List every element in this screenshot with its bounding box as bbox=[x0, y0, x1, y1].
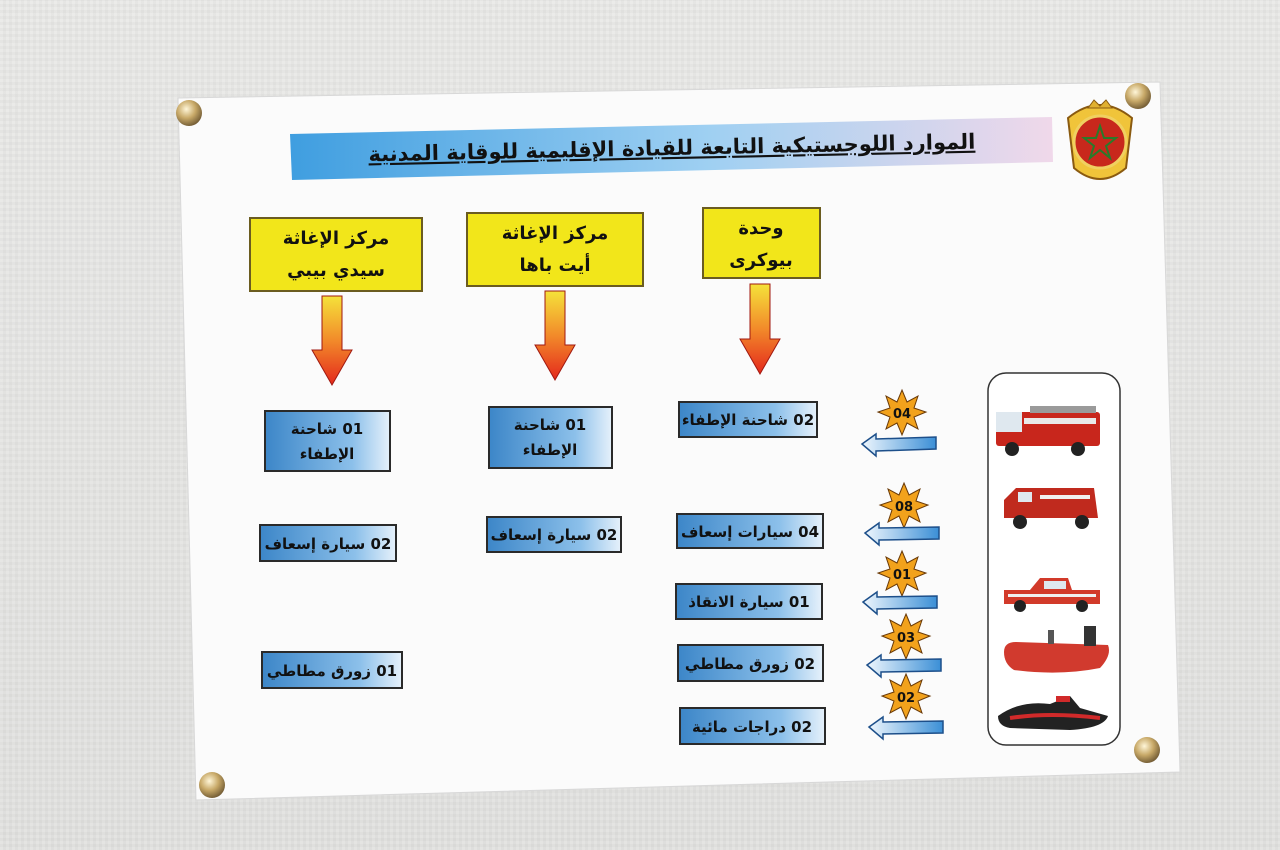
civil-protection-emblem-icon bbox=[1066, 99, 1134, 180]
unit-box-ait-baha-line1: مركز الإغاثة bbox=[502, 223, 609, 244]
total-value: 02 bbox=[897, 691, 915, 706]
sidi-bibi-fire-truck-line1: 01 شاحنة bbox=[291, 420, 364, 438]
unit-box-sidi-bibi-line2: سيدي بيبي bbox=[287, 260, 385, 281]
unit-box-biougra-line2: بيوكرى bbox=[729, 250, 793, 271]
fire-truck-icon bbox=[996, 406, 1100, 456]
biougra-jetski-label: 02 دراجات مائية bbox=[692, 718, 812, 736]
left-arrow-icon bbox=[861, 590, 938, 616]
biougra-ambulance-label: 04 سيارات إسعاف bbox=[681, 523, 819, 541]
rescue-pickup-icon bbox=[1004, 578, 1100, 612]
biougra-fire-truck-label: 02 شاحنة الإطفاء bbox=[682, 411, 814, 429]
biougra-jetski-box: 02 دراجات مائية bbox=[679, 707, 826, 745]
total-row-2: 08 bbox=[863, 481, 940, 547]
down-arrow-biougra bbox=[739, 283, 781, 376]
inflatable-boat-icon bbox=[1004, 626, 1109, 673]
total-value: 03 bbox=[897, 631, 915, 646]
total-value: 01 bbox=[893, 568, 911, 583]
total-value: 04 bbox=[893, 407, 911, 422]
sidi-bibi-boat-box: 01 زورق مطاطي bbox=[261, 651, 403, 689]
biougra-rescue-car-box: 01 سيارة الانقاذ bbox=[675, 583, 823, 620]
ait-baha-fire-truck-line1: 01 شاحنة bbox=[514, 416, 587, 434]
total-row-4: 03 bbox=[865, 612, 942, 679]
biougra-fire-truck-box: 02 شاحنة الإطفاء bbox=[678, 401, 818, 438]
biougra-rescue-car-label: 01 سيارة الانقاذ bbox=[688, 593, 809, 611]
ambulance-van-icon bbox=[1004, 488, 1098, 529]
paper-sheet bbox=[177, 81, 1181, 801]
pin-bottom-left bbox=[199, 772, 225, 798]
total-row-3: 01 bbox=[861, 549, 938, 616]
left-arrow-icon bbox=[863, 521, 940, 547]
sidi-bibi-fire-truck-line2: الإطفاء bbox=[300, 445, 355, 463]
ait-baha-ambulance-box: 02 سيارة إسعاف bbox=[486, 516, 622, 553]
left-arrow-icon bbox=[860, 432, 937, 458]
down-arrow-ait-baha bbox=[534, 290, 576, 382]
pin-bottom-right bbox=[1134, 737, 1160, 763]
unit-box-ait-baha: مركز الإغاثة أيت باها bbox=[466, 212, 644, 287]
biougra-ambulance-box: 04 سيارات إسعاف bbox=[676, 513, 824, 549]
biougra-boat-box: 02 زورق مطاطي bbox=[677, 644, 824, 682]
unit-box-sidi-bibi: مركز الإغاثة سيدي بيبي bbox=[249, 217, 423, 292]
sidi-bibi-ambulance-box: 02 سيارة إسعاف bbox=[259, 524, 397, 562]
left-arrow-icon bbox=[867, 715, 944, 741]
sidi-bibi-boat-label: 01 زورق مطاطي bbox=[267, 662, 397, 680]
down-arrow-sidi-bibi bbox=[311, 295, 353, 387]
ait-baha-fire-truck-line2: الإطفاء bbox=[523, 441, 578, 459]
unit-box-ait-baha-line2: أيت باها bbox=[519, 253, 590, 276]
unit-box-biougra: وحدة بيوكرى bbox=[702, 207, 821, 279]
ait-baha-fire-truck-box: 01 شاحنة الإطفاء bbox=[488, 406, 613, 469]
unit-box-biougra-line1: وحدة bbox=[738, 218, 783, 239]
jet-ski-icon bbox=[998, 696, 1108, 730]
total-value: 08 bbox=[895, 500, 913, 515]
sidi-bibi-ambulance-label: 02 سيارة إسعاف bbox=[265, 535, 392, 553]
pin-top-right bbox=[1125, 83, 1151, 109]
total-star bbox=[880, 672, 932, 721]
title-band bbox=[290, 117, 1053, 180]
total-star bbox=[876, 388, 928, 437]
pin-top-left bbox=[176, 100, 202, 126]
total-row-1: 04 bbox=[860, 388, 937, 458]
left-arrow-icon bbox=[865, 653, 942, 679]
total-row-5: 02 bbox=[867, 672, 944, 741]
unit-box-sidi-bibi-line1: مركز الإغاثة bbox=[283, 228, 390, 249]
sidi-bibi-fire-truck-box: 01 شاحنة الإطفاء bbox=[264, 410, 391, 472]
biougra-boat-label: 02 زورق مطاطي bbox=[685, 655, 815, 673]
ait-baha-ambulance-label: 02 سيارة إسعاف bbox=[491, 526, 618, 544]
